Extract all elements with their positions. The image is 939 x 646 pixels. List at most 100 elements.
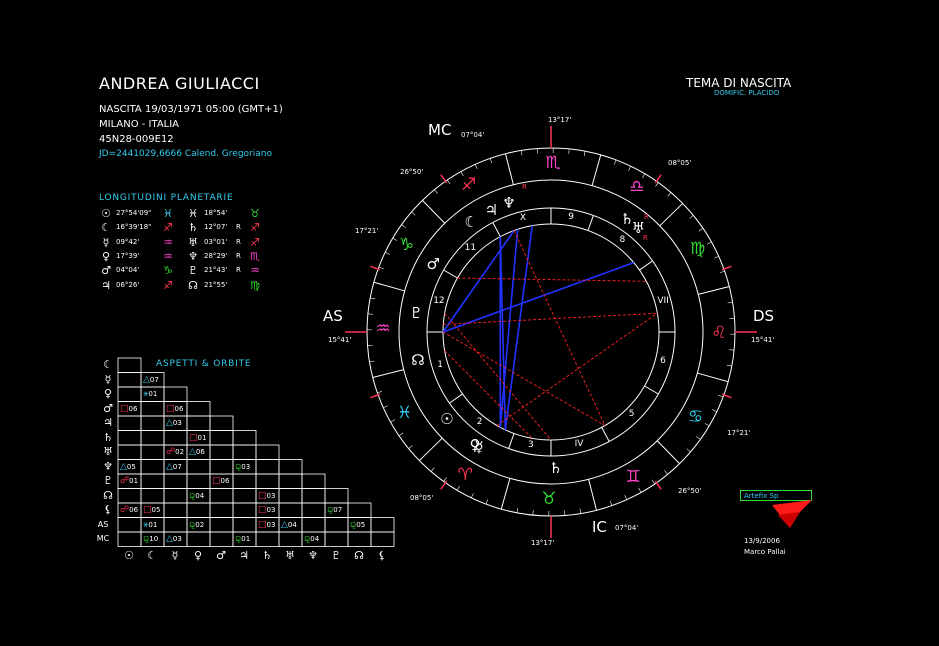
house-cusp [639, 260, 653, 271]
aspect-orb: 07 [333, 506, 343, 514]
aspect-cell: □05 [143, 505, 160, 515]
aspect-cell: △03 [166, 534, 182, 544]
sign-icon: ♎ [629, 176, 645, 197]
aspect-orb: 04 [195, 491, 205, 500]
aspect-line [442, 230, 515, 333]
aspect-orb: 02 [175, 448, 185, 456]
aspect-row-label: ☿ [104, 372, 112, 386]
house-number: 6 [660, 356, 666, 367]
aspect-row-label: ♀ [103, 387, 113, 400]
aspect-row-label: ♇ [103, 474, 113, 487]
sign-icon: ♒ [163, 249, 173, 263]
aspect-symbol-icon: □ [212, 476, 221, 486]
aspects-title: ASPETTI & ORBITE [156, 359, 252, 369]
sign-divider [591, 154, 602, 186]
sign-icon: ♏ [250, 249, 260, 263]
aspect-row-label: AS [97, 519, 109, 529]
sign-icon: ♓ [396, 403, 413, 424]
aspect-cell: ☍06 [120, 505, 138, 515]
aspect-cell: △05 [120, 462, 136, 472]
longitude-value: 06°26' [116, 280, 140, 289]
longitude-value: 21°43' [204, 266, 228, 275]
node-icon: ☊ [188, 278, 198, 292]
sign-tick [696, 436, 701, 440]
aspect-symbol-icon: ⚼ [143, 534, 150, 544]
aspect-cell: ⚼10 [143, 534, 158, 544]
aspect-cell: □01 [189, 433, 206, 443]
neptune-icon: ♆ [188, 249, 198, 263]
sign-icon: ♐ [461, 174, 477, 195]
sign-tick [460, 171, 464, 177]
house-cusp [508, 433, 515, 449]
mercury-icon: ☿ [102, 235, 110, 249]
aspect-orb: 10 [149, 535, 159, 543]
house-number: VII [657, 295, 669, 306]
mc-degree: 13°17' [548, 116, 572, 124]
sign-divider [588, 479, 597, 511]
aspect-cell: ⚼02 [189, 520, 204, 530]
sign-tick [456, 485, 460, 491]
planet-icon: ♀ [469, 435, 481, 454]
cusp-degree: 26°50' [400, 168, 424, 176]
sign-tick [667, 192, 672, 197]
planet-icon: ♅ [631, 218, 646, 237]
saturn-icon: ♄ [188, 221, 198, 235]
sign-tick [398, 432, 404, 436]
sign-tick [613, 159, 617, 165]
mars-icon: ♂ [101, 264, 111, 278]
sign-icon: ♈ [457, 465, 473, 486]
planet-icon: ♂ [426, 255, 440, 273]
sign-tick [727, 301, 733, 304]
house-number: X [519, 213, 526, 224]
sign-divider [419, 437, 443, 461]
julian-day: JD=2441029,6666 Calend. Gregoriano [99, 149, 272, 159]
aspect-row-label: ♄ [103, 430, 113, 444]
aspect-col-label: ♅ [285, 548, 295, 562]
cusp-degree: 17°21' [355, 227, 379, 235]
aspect-col-label: ♄ [262, 548, 272, 562]
sign-tick [655, 182, 659, 187]
aspect-orb: 05 [126, 462, 136, 471]
aspect-orb: 01 [241, 535, 251, 543]
retrograde-mark: R [643, 234, 648, 242]
aspect-col-label: ♃ [239, 548, 249, 562]
cusp-mark [721, 393, 732, 399]
ds-degree: 15°41' [751, 336, 775, 344]
cusp-mark [440, 174, 448, 184]
aspect-orb: 03 [241, 462, 251, 471]
aspect-orb: 03 [266, 520, 276, 529]
aspect-symbol-icon: □ [143, 505, 152, 515]
planet-icon: ♇ [409, 304, 424, 323]
jupiter-icon: ♃ [101, 278, 111, 292]
aspect-orb: 01 [197, 433, 207, 442]
aspect-symbol-icon: □ [258, 519, 267, 530]
cusp-mark [654, 174, 662, 184]
software-label: Artefix Sp [740, 490, 812, 501]
sign-divider [698, 286, 730, 295]
aspect-orb: 06 [220, 477, 230, 485]
sign-icon: ♍ [689, 238, 706, 259]
cusp-degree: 07°04' [615, 524, 639, 532]
house-cusp [443, 269, 458, 279]
sign-tick [628, 166, 632, 171]
aspect-symbol-icon: ⚼ [189, 519, 196, 530]
sign-divider [422, 200, 446, 224]
aspect-symbol-icon: △ [143, 374, 150, 385]
house-number: 9 [568, 211, 574, 222]
sign-tick [726, 364, 732, 367]
sign-icon: ♏ [545, 153, 561, 173]
sign-tick [689, 215, 694, 219]
aspect-line [444, 350, 533, 439]
wheel-ring [442, 223, 660, 441]
aspect-line [496, 312, 658, 426]
house-cusp [449, 393, 463, 404]
sign-tick [370, 297, 376, 300]
longitude-value: 21°55' [204, 280, 228, 289]
aspect-cell: □06 [120, 404, 137, 414]
aspect-orb: 01 [129, 477, 139, 485]
aspect-symbol-icon: ⚹ [143, 389, 149, 399]
aspect-symbol-icon: ⚼ [189, 490, 196, 501]
sign-icon: ♋ [687, 406, 704, 427]
pisces-icon: ♓ [188, 207, 198, 220]
aspect-symbol-icon: △ [166, 461, 173, 472]
